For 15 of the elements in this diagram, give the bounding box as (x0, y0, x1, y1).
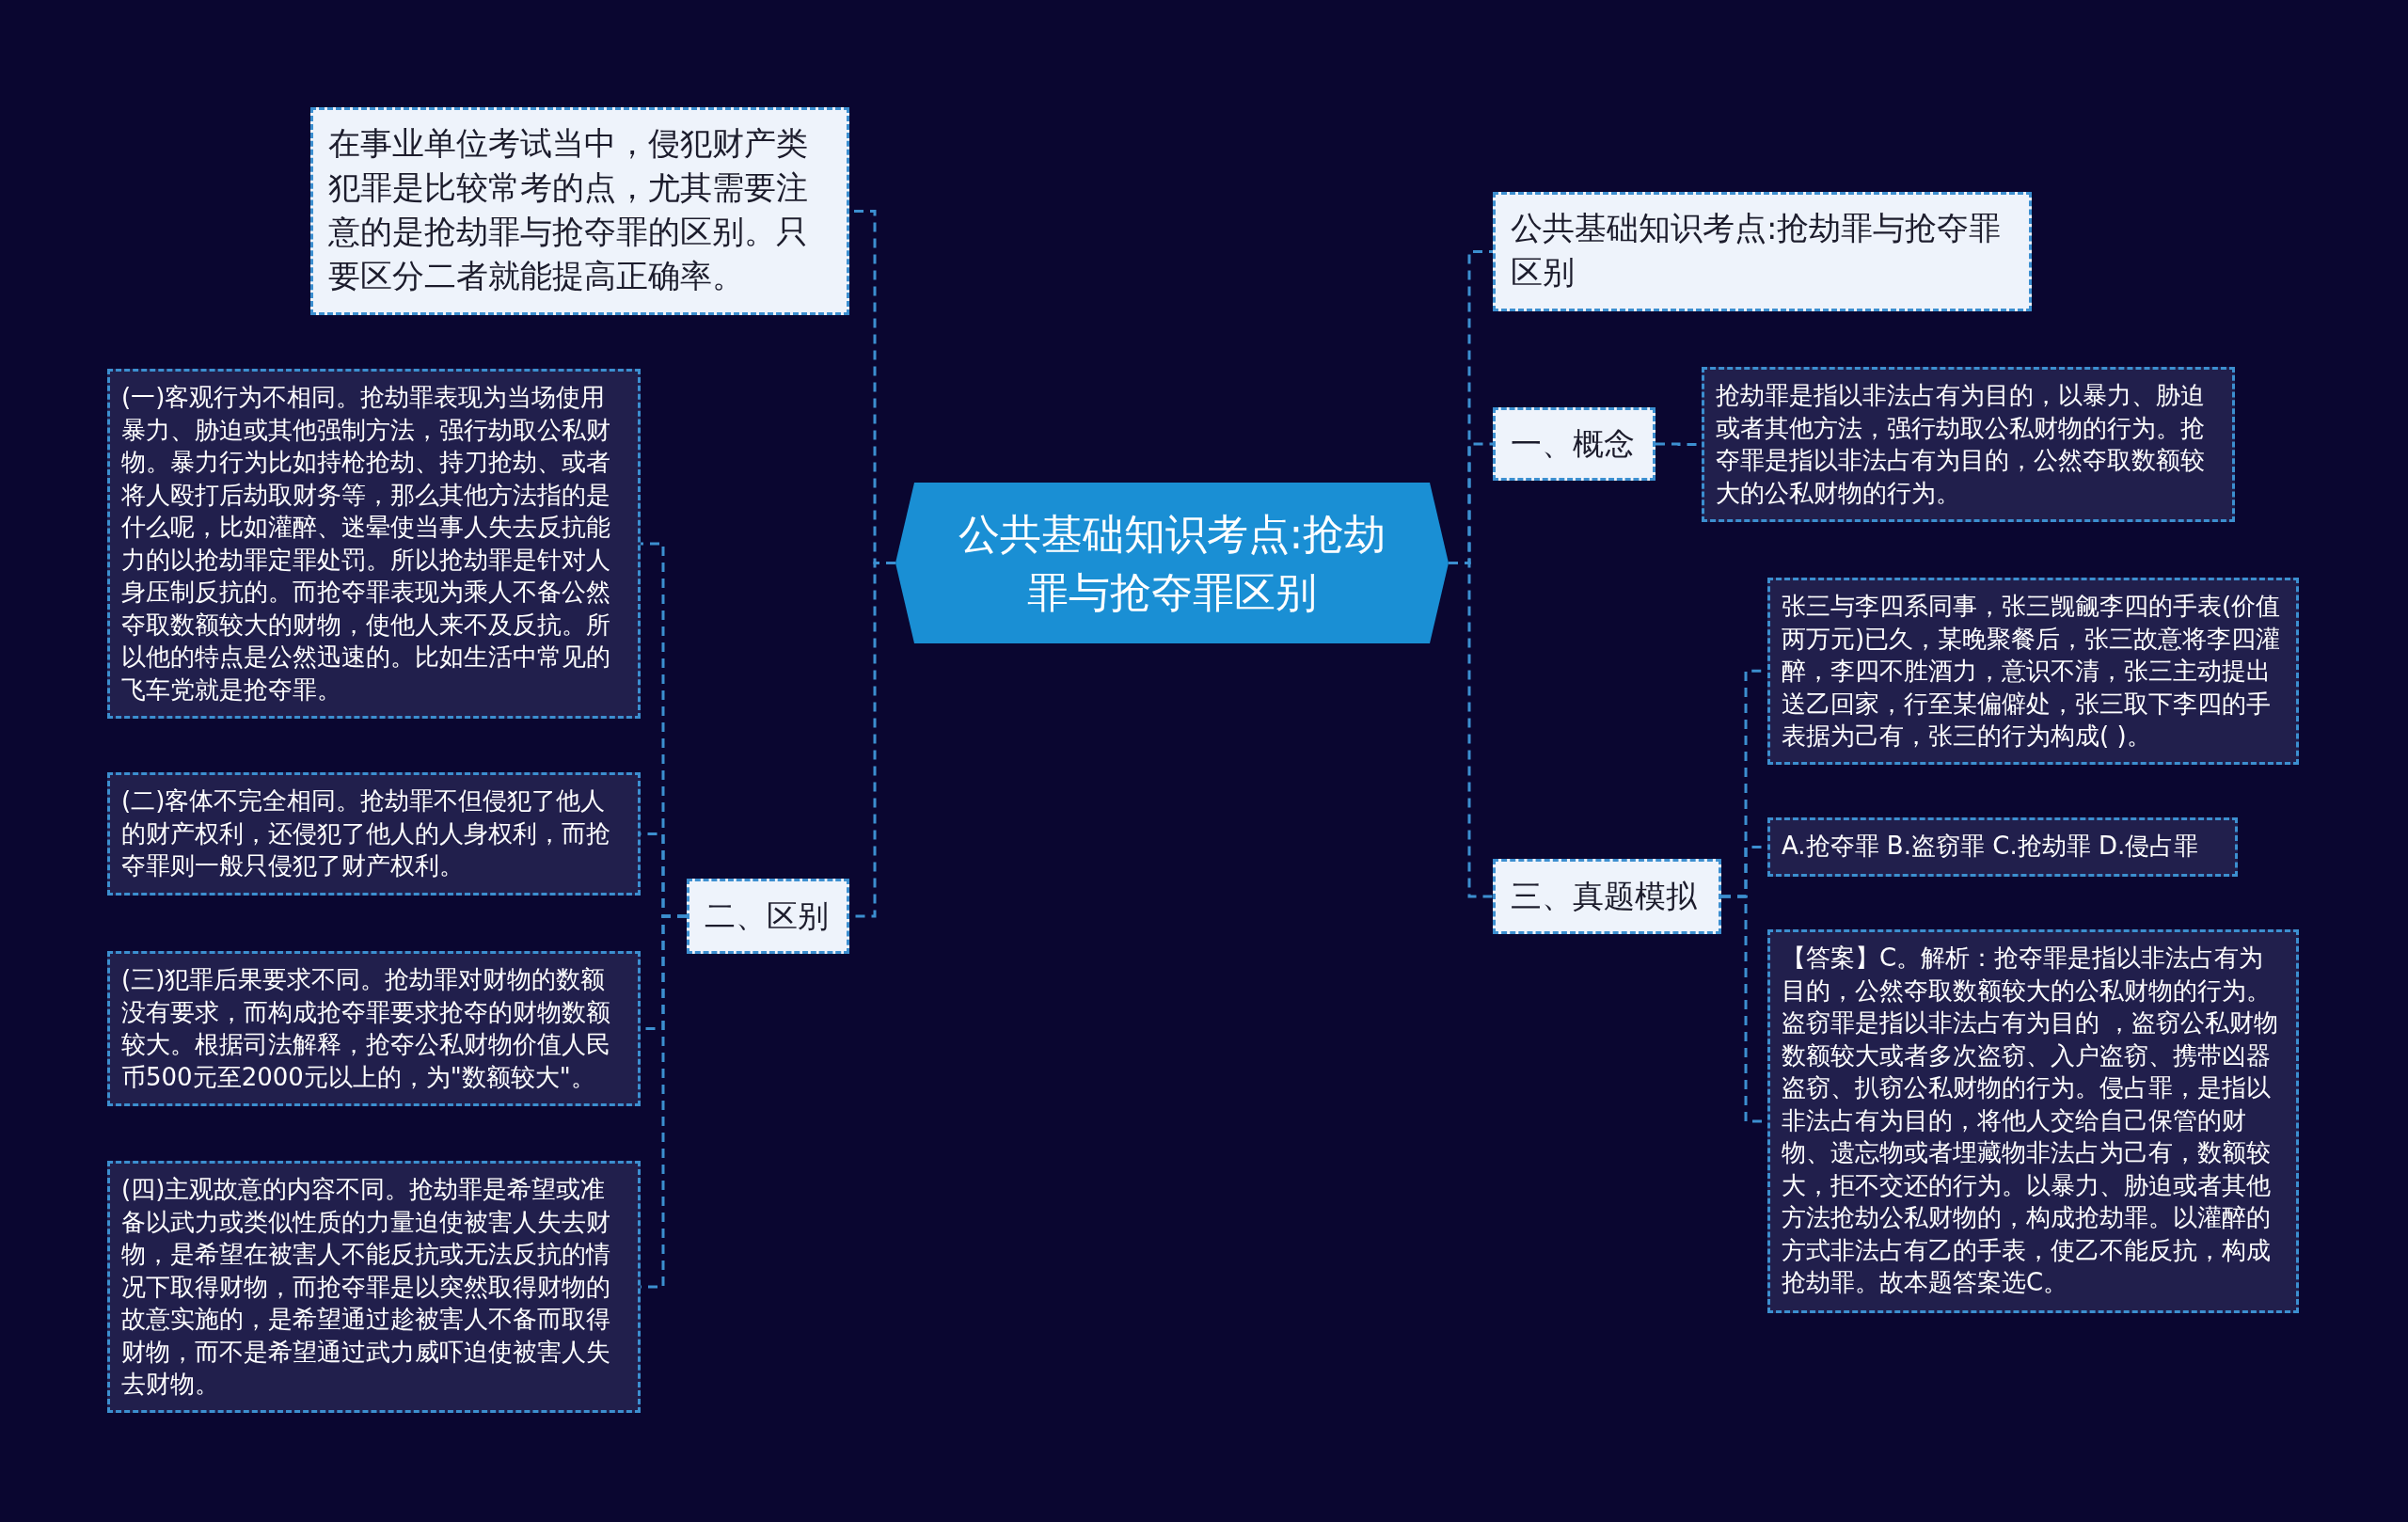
text-box: (一)客观行为不相同。抢劫罪表现为当场使用暴力、胁迫或其他强制方法，强行劫取公私财物。暴力行为比如持枪抢劫、持刀抢劫、或者将人殴打后劫取财务等，那么其他方法指的是什么呢，比如灌醉、迷晕使当事人失去反抗能力的以抢劫罪定罪处罚。所以抢劫罪是针对人身压制反抗的。而抢夺罪表现为乘人不备公然夺取数额较大的财物，使他人来不及反抗。所以他的特点是公然迅速的。比如生活中常见的飞车党就是抢夺罪。 (107, 369, 641, 719)
intro-box: 在事业单位考试当中，侵犯财产类犯罪是比较常考的点，尤其需要注意的是抢劫罪与抢夺罪的区别。只要区分二者就能提高正确率。 (310, 107, 849, 315)
text-box: 抢劫罪是指以非法占有为目的，以暴力、胁迫或者其他方法，强行劫取公私财物的行为。抢夺罪是指以非法占有为目的，公然夺取数额较大的公私财物的行为。 (1702, 367, 2235, 522)
text-box: A.抢夺罪 B.盗窃罪 C.抢劫罪 D.侵占罪 (1767, 817, 2238, 877)
text-box: 张三与李四系同事，张三觊觎李四的手表(价值两万元)已久，某晚聚餐后，张三故意将李四灌醉，李四不胜酒力，意识不清，张三主动提出送乙回家，行至某偏僻处，张三取下李四的手表据为己有，张三的行为构成( )。 (1767, 578, 2299, 765)
text-box: (三)犯罪后果要求不同。抢劫罪对财物的数额没有要求，而构成抢夺罪要求抢夺的财物数额较大。根据司法解释，抢夺公私财物价值人民币500元至2000元以上的，为"数额较大"。 (107, 951, 641, 1106)
branch-box: 三、真题模拟 (1493, 859, 1721, 934)
central-topic: 公共基础知识考点:抢劫罪与抢夺罪区别 (895, 483, 1449, 643)
title-box: 公共基础知识考点:抢劫罪与抢夺罪区别 (1493, 192, 2032, 311)
branch-box: 二、区别 (687, 879, 849, 954)
text-box: (二)客体不完全相同。抢劫罪不但侵犯了他人的财产权利，还侵犯了他人的人身权利，而抢夺罪则一般只侵犯了财产权利。 (107, 772, 641, 896)
connector-line (1449, 562, 1493, 898)
text-box: (四)主观故意的内容不同。抢劫罪是希望或准备以武力或类似性质的力量迫使被害人失去财物，是希望在被害人不能反抗或无法反抗的情况下取得财物，而抢夺罪是以突然取得财物的故意实施的，是希望通过趁被害人不备而取得财物，而不是希望通过武力威吓迫使被害人失去财物。 (107, 1161, 641, 1413)
branch-box: 一、概念 (1493, 407, 1656, 481)
text-box: 【答案】C。解析：抢夺罪是指以非法占有为目的，公然夺取数额较大的公私财物的行为。盗窃罪是指以非法占有为目的 ，盗窃公私财物数额较大或者多次盗窃、入户盗窃、携带凶器盗窃、扒窃公私财物的行为。侵占罪，是指以非法占有为目的，将他人交给自己保管的财物、遗忘物或者埋藏物非法占为己有，数额较大，拒不交还的行为。以暴力、胁迫或者其他方法抢劫公私财物的，构成抢劫罪。以灌醉的方式非法占有乙的手表，使乙不能反抗，构成抢劫罪。故本题答案选C。 (1767, 929, 2299, 1313)
